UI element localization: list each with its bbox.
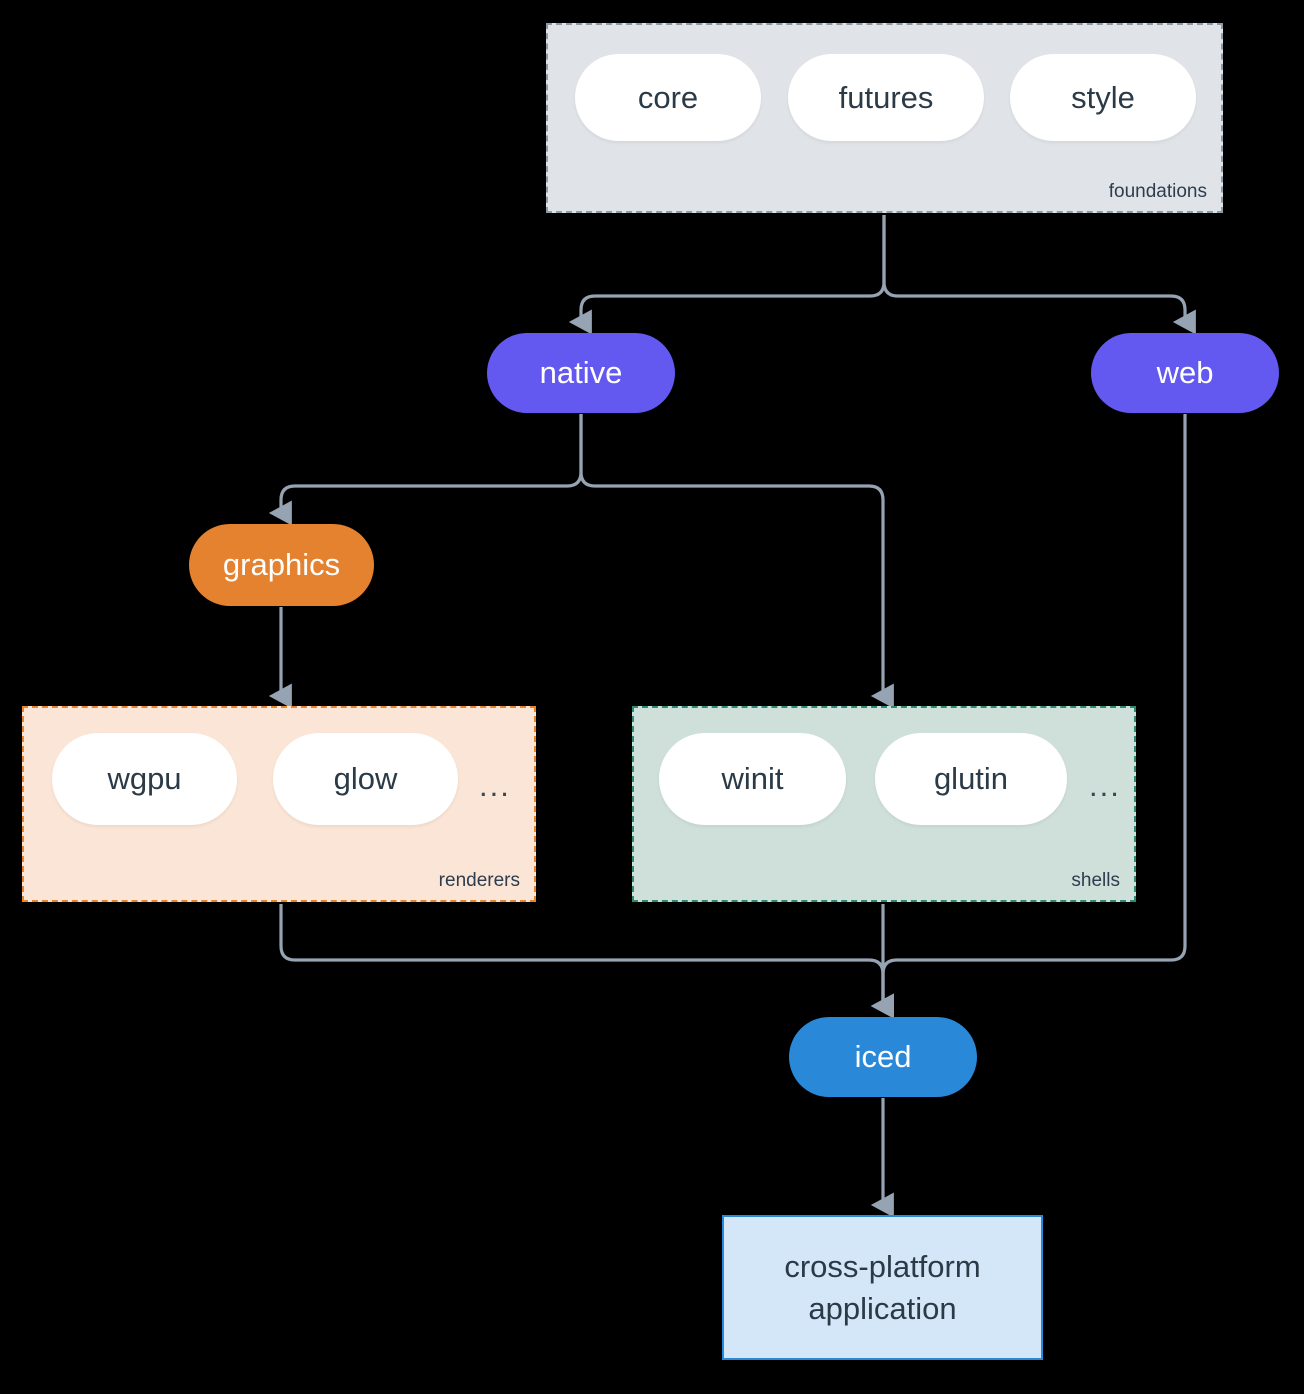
node-native-label: native — [539, 355, 623, 390]
node-native[interactable]: native — [487, 333, 675, 413]
node-glow[interactable]: glow — [273, 733, 458, 825]
node-glow-label: glow — [333, 761, 398, 796]
node-glutin-label: glutin — [933, 761, 1009, 796]
edge-renderers-iced — [279, 904, 894, 1019]
edge-foundations-native — [568, 215, 886, 335]
cluster-shells: winit glutin ... shells — [632, 706, 1136, 902]
edge-native-graphics — [268, 414, 583, 526]
cluster-renderers-label: renderers — [438, 870, 520, 891]
application-label-line1: cross-platform — [784, 1248, 981, 1284]
node-glutin[interactable]: glutin — [875, 733, 1067, 825]
cluster-renderers: wgpu glow ... renderers — [22, 706, 536, 902]
node-winit[interactable]: winit — [659, 733, 846, 825]
node-iced[interactable]: iced — [789, 1017, 977, 1097]
renderers-overflow-ellipsis: ... — [479, 768, 511, 803]
application-label-line2: application — [808, 1290, 957, 1326]
cluster-shells-label: shells — [1071, 870, 1120, 891]
node-style-label: style — [1071, 79, 1135, 115]
cluster-foundations-label: foundations — [1108, 181, 1207, 202]
shells-overflow-ellipsis: ... — [1089, 768, 1121, 803]
node-core-label: core — [637, 79, 699, 115]
node-cross-platform-application[interactable]: cross-platform application — [722, 1215, 1043, 1360]
node-wgpu[interactable]: wgpu — [52, 733, 237, 825]
edge-native-shells — [579, 414, 894, 709]
node-style[interactable]: style — [1010, 54, 1196, 141]
node-futures[interactable]: futures — [788, 54, 984, 141]
node-winit-label: winit — [721, 761, 784, 796]
node-futures-label: futures — [838, 79, 934, 115]
node-web[interactable]: web — [1091, 333, 1279, 413]
node-graphics[interactable]: graphics — [189, 524, 374, 606]
cluster-foundations: core futures style foundations — [546, 23, 1223, 213]
edge-foundations-web — [882, 215, 1196, 335]
node-core[interactable]: core — [575, 54, 761, 141]
node-wgpu-label: wgpu — [107, 761, 182, 796]
node-web-label: web — [1156, 355, 1214, 390]
node-graphics-label: graphics — [222, 547, 341, 582]
node-iced-label: iced — [854, 1039, 912, 1074]
